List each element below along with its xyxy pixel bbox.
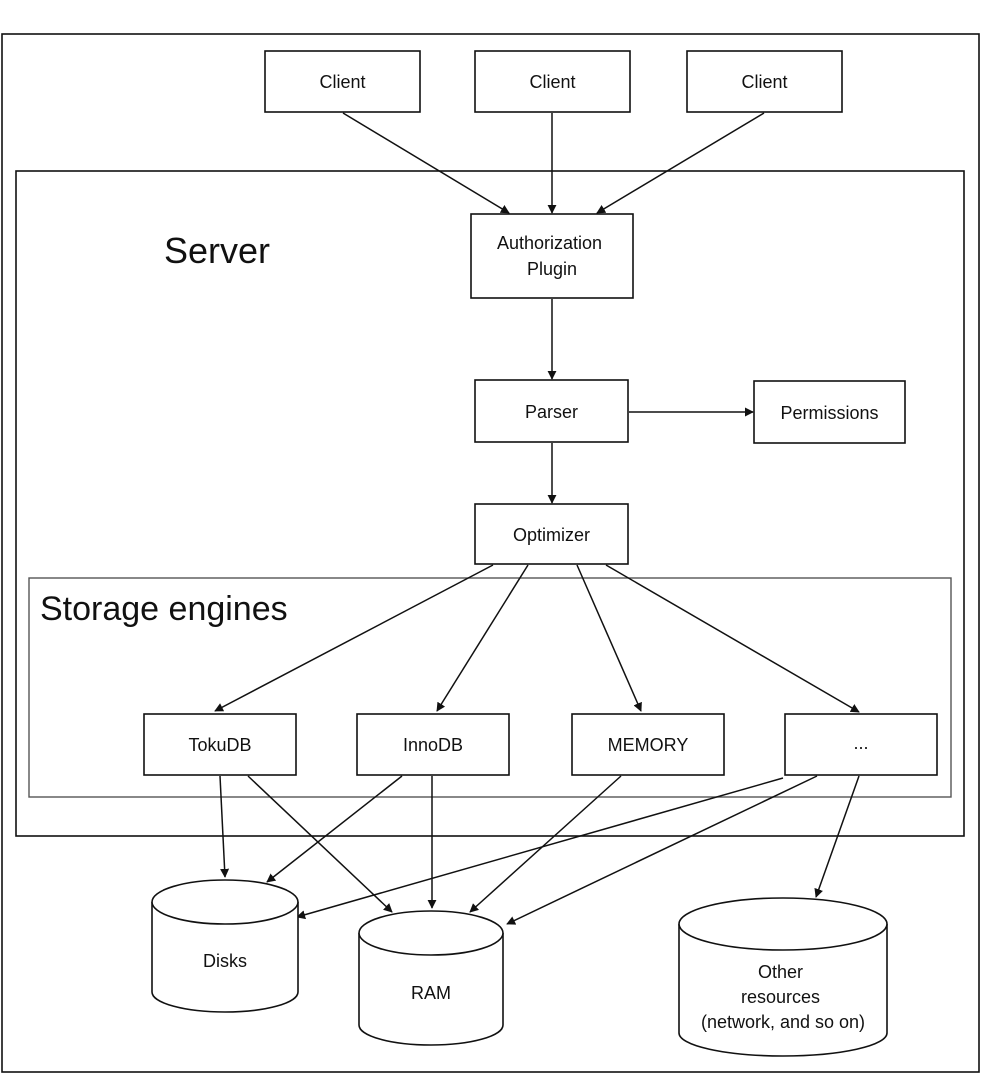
optimizer-label: Optimizer — [513, 525, 590, 545]
client-node-3: Client — [686, 50, 843, 113]
other-engine-label: ... — [853, 733, 868, 753]
edge-memory-to-ram — [469, 775, 622, 913]
optimizer-node: Optimizer — [474, 503, 629, 565]
storage-engines-label: Storage engines — [40, 590, 288, 628]
other-resources-label-line-1: Other — [758, 962, 803, 982]
authorization-plugin-label-line-2: Plugin — [527, 259, 577, 279]
edge-other-engine-to-ram — [506, 775, 818, 925]
server-region-label: Server — [164, 230, 270, 271]
edge-innodb-to-disks — [266, 775, 403, 883]
edge-optimizer-to-innodb — [436, 564, 529, 712]
permissions-node: Permissions — [753, 380, 906, 444]
storage-engines-region — [28, 577, 952, 798]
client-node-3-label: Client — [741, 72, 787, 92]
outer-frame — [1, 33, 980, 1073]
disks-cylinder: Disks — [151, 879, 299, 1013]
other-resources-label-line-2: resources — [741, 987, 820, 1007]
innodb-node: InnoDB — [356, 713, 510, 776]
server-region — [15, 170, 965, 837]
client-node-1: Client — [264, 50, 421, 113]
edges — [214, 112, 860, 925]
other-resources-cylinder: Other resources (network, and so on) — [678, 897, 888, 1057]
tokudb-label: TokuDB — [188, 735, 251, 755]
edge-tokudb-to-ram — [247, 775, 393, 913]
edge-optimizer-to-memory — [576, 564, 642, 712]
other-engine-node: ... — [784, 713, 938, 776]
edge-client-3-to-authorization — [596, 112, 765, 214]
edge-tokudb-to-disks — [219, 775, 230, 878]
authorization-plugin-label: Authorization Plugin — [497, 233, 607, 279]
memory-node: MEMORY — [571, 713, 725, 776]
edge-optimizer-to-other-engine — [605, 564, 860, 713]
client-node-2-label: Client — [529, 72, 575, 92]
other-resources-label: Other resources (network, and so on) — [701, 962, 865, 1032]
parser-node: Parser — [474, 379, 629, 443]
memory-label: MEMORY — [608, 735, 689, 755]
tokudb-node: TokuDB — [143, 713, 297, 776]
edge-optimizer-to-tokudb — [214, 564, 494, 712]
parser-label: Parser — [525, 402, 578, 422]
disks-label: Disks — [203, 951, 247, 971]
authorization-plugin-node: Authorization Plugin — [470, 213, 634, 299]
authorization-plugin-label-line-1: Authorization — [497, 233, 602, 253]
client-node-2: Client — [474, 50, 631, 113]
innodb-label: InnoDB — [403, 735, 463, 755]
other-resources-label-line-3: (network, and so on) — [701, 1012, 865, 1032]
ram-label: RAM — [411, 983, 451, 1003]
edge-other-engine-to-disks — [296, 777, 784, 920]
edge-other-engine-to-other-resources — [814, 775, 860, 898]
client-node-1-label: Client — [319, 72, 365, 92]
edge-client-1-to-authorization — [342, 112, 510, 214]
ram-cylinder: RAM — [358, 910, 504, 1046]
permissions-label: Permissions — [780, 403, 878, 423]
